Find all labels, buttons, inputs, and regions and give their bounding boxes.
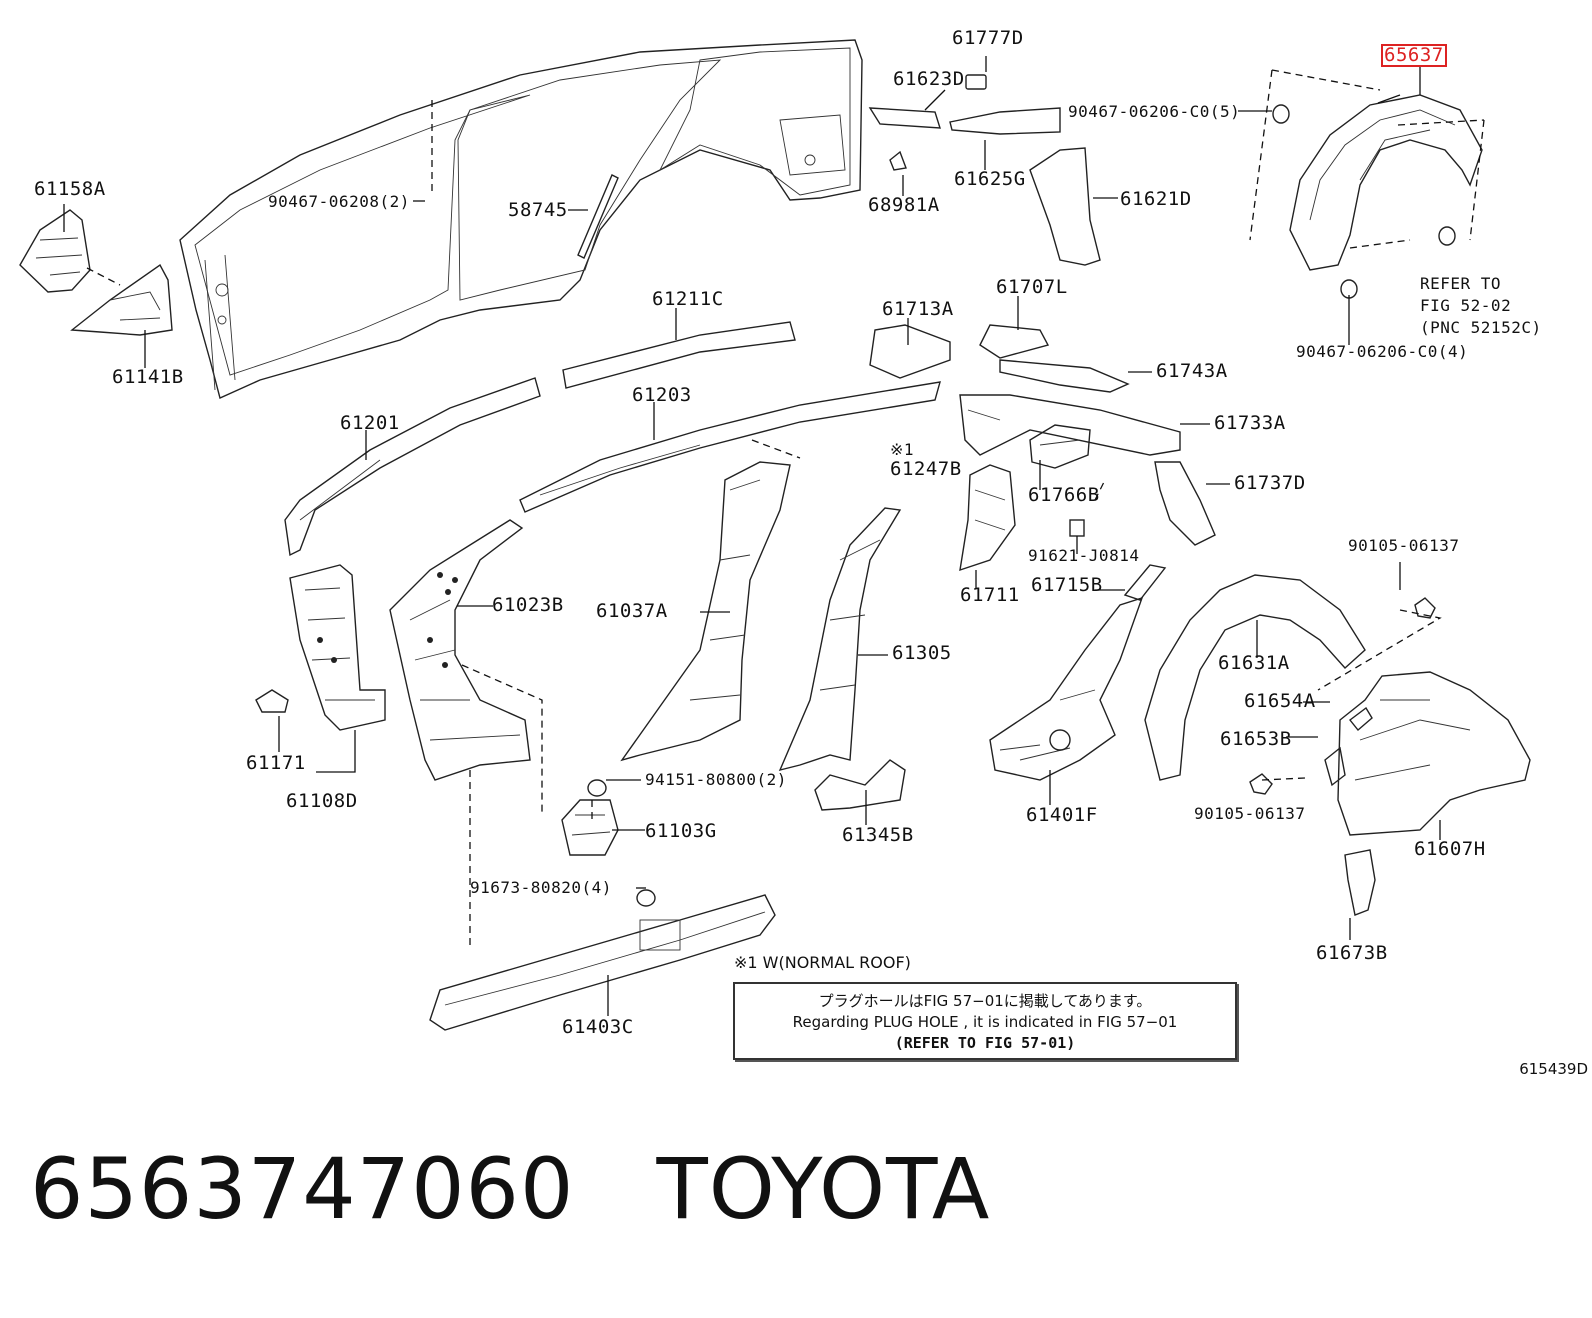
roof-rails-drawing (284, 321, 941, 557)
label-61777D[interactable]: 61777D (952, 27, 1024, 49)
side-panel-outer-drawing (179, 39, 863, 399)
label-61654A[interactable]: 61654A (1244, 690, 1316, 712)
label-61023B[interactable]: 61023B (492, 594, 564, 616)
caption: 6563747060 TOYOTA (30, 1140, 1072, 1238)
rear-floor-side-61401F-drawing (989, 596, 1144, 781)
fender-liner-65637-drawing (1272, 94, 1483, 299)
label-61401F[interactable]: 61401F (1026, 804, 1098, 826)
label-91621-J0814[interactable]: 91621-J0814 (1028, 546, 1140, 565)
label-61733A[interactable]: 61733A (1214, 412, 1286, 434)
label-90105-06137-bottom[interactable]: 90105-06137 (1194, 804, 1306, 823)
label-refer-line1: REFER TO (1420, 274, 1502, 293)
pillar-lower-61108D-drawing (255, 564, 386, 731)
label-61743A[interactable]: 61743A (1156, 360, 1228, 382)
label-61766B[interactable]: 61766B (1028, 484, 1100, 506)
note-box: プラグホールはFIG 57−01に掲載してあります。 Regarding PLU… (733, 982, 1237, 1060)
label-61211C[interactable]: 61211C (652, 288, 724, 310)
label-61141B[interactable]: 61141B (112, 366, 184, 388)
note-line-reference: (REFER TO FIG 57-01) (894, 1034, 1076, 1052)
label-61247B[interactable]: 61247B (890, 458, 962, 480)
label-61737D[interactable]: 61737D (1234, 472, 1306, 494)
note-line-english: Regarding PLUG HOLE , it is indicated in… (792, 1013, 1178, 1031)
label-61345B[interactable]: 61345B (842, 824, 914, 846)
label-refer-line2: FIG 52-02 (1420, 296, 1512, 315)
label-61103G[interactable]: 61103G (645, 820, 717, 842)
bracket-61345B-drawing (814, 759, 906, 811)
label-65637-highlighted[interactable]: 65637 (1381, 44, 1447, 67)
label-61037A[interactable]: 61037A (596, 600, 668, 622)
small-brackets-top-drawing (868, 74, 1101, 266)
label-refer-line3: (PNC 52152C) (1420, 318, 1542, 337)
label-61653B[interactable]: 61653B (1220, 728, 1292, 750)
label-90105-06137-top[interactable]: 90105-06137 (1348, 536, 1460, 555)
label-68981A[interactable]: 68981A (868, 194, 940, 216)
label-61171[interactable]: 61171 (246, 752, 306, 774)
bracket-61158A-drawing (19, 209, 173, 336)
label-61108D[interactable]: 61108D (286, 790, 358, 812)
label-61203[interactable]: 61203 (632, 384, 692, 406)
assembly-dashed-lines (86, 69, 1485, 950)
label-91673-80820[interactable]: 91673-80820(4) (470, 878, 612, 897)
label-61625G[interactable]: 61625G (954, 168, 1026, 190)
label-61158A[interactable]: 61158A (34, 178, 106, 200)
label-61711[interactable]: 61711 (960, 584, 1020, 606)
label-90467-06208[interactable]: 90467-06208(2) (268, 192, 410, 211)
label-mark-1: ※1 (890, 440, 915, 459)
label-61621D[interactable]: 61621D (1120, 188, 1192, 210)
label-61305[interactable]: 61305 (892, 642, 952, 664)
caption-brand: TOYOTA (656, 1140, 991, 1238)
label-61623D[interactable]: 61623D (893, 68, 965, 90)
label-61715B[interactable]: 61715B (1031, 574, 1103, 596)
label-94151-80800[interactable]: 94151-80800(2) (645, 770, 787, 789)
label-58745[interactable]: 58745 (508, 199, 568, 221)
label-61403C[interactable]: 61403C (562, 1016, 634, 1038)
rear-wheelhouse-drawing (1144, 574, 1531, 916)
label-61673B[interactable]: 61673B (1316, 942, 1388, 964)
label-61201[interactable]: 61201 (340, 412, 400, 434)
rocker-61403C-drawing (429, 894, 776, 1031)
pillars-drawing (389, 461, 902, 781)
label-61607H[interactable]: 61607H (1414, 838, 1486, 860)
label-90467-06206-C0-4[interactable]: 90467-06206-C0(4) (1296, 342, 1469, 361)
rear-upper-brackets-drawing (869, 324, 1216, 601)
label-61707L[interactable]: 61707L (996, 276, 1068, 298)
label-90467-06206-C0-5[interactable]: 90467-06206-C0(5) (1068, 102, 1241, 121)
figure-code: 615439D (1519, 1060, 1588, 1078)
molding-58745-drawing (577, 174, 619, 259)
label-61631A[interactable]: 61631A (1218, 652, 1290, 674)
leader-lines (63, 56, 1441, 1016)
label-61713A[interactable]: 61713A (882, 298, 954, 320)
note-header: ※1 W(NORMAL ROOF) (734, 953, 911, 972)
note-line-japanese: プラグホールはFIG 57−01に掲載してあります。 (818, 992, 1152, 1010)
caption-part-number: 6563747060 (30, 1140, 575, 1238)
